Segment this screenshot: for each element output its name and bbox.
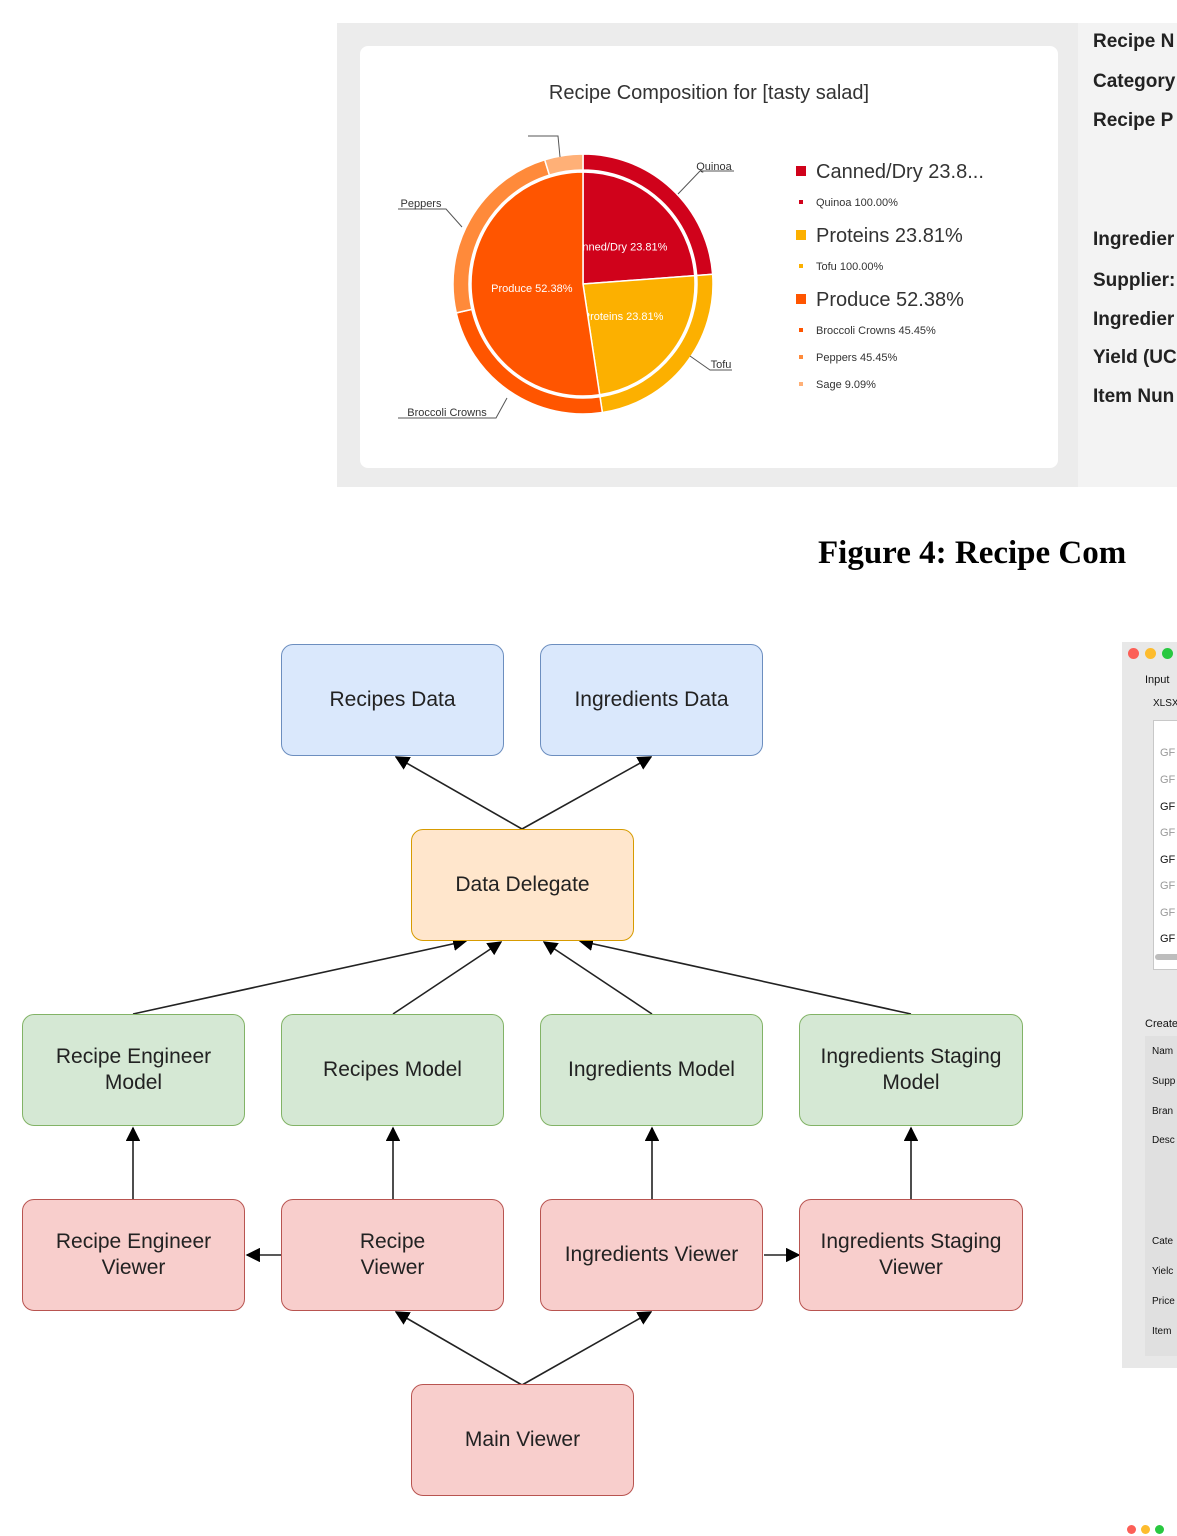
legend-entry-3: Tofu 100.00% (816, 261, 883, 273)
table-row[interactable]: GF (1160, 801, 1176, 813)
outer-label-2: Tofu (711, 359, 732, 371)
second-window-fragment (1122, 1520, 1177, 1536)
table-row[interactable]: GF (1160, 827, 1176, 839)
create-section-label: Create (1145, 1018, 1177, 1030)
ingredients-staging-viewer-node: Ingredients Staging Viewer (799, 1199, 1023, 1311)
inner-label-proteins: Proteins 23.81% (583, 311, 664, 323)
data-delegate-node: Data Delegate (411, 829, 634, 941)
brand-field-label: Bran (1152, 1106, 1174, 1117)
leader-line-sage (528, 135, 561, 158)
minimize-icon[interactable] (1141, 1525, 1150, 1534)
recipe-name-label: Recipe N (1093, 31, 1175, 52)
recipe-app-window: Recipe Composition for [tasty salad] Cann… (337, 23, 1177, 487)
inner-slice-canned-dry (582, 171, 696, 285)
ingredients-table[interactable]: GF GF GF GF GF GF GF GF (1153, 720, 1177, 970)
category-label: Category (1093, 71, 1176, 92)
ingredients-model-node: Ingredients Model (540, 1014, 763, 1126)
table-row[interactable]: GF (1160, 747, 1176, 759)
ingredient-label: Ingredier (1093, 229, 1175, 250)
supplier-field-label: Supp (1152, 1076, 1176, 1087)
table-row[interactable]: GF (1160, 933, 1176, 945)
recipe-composition-chart: Recipe Composition for [tasty salad] Cann… (398, 82, 984, 419)
leader-line-1 (398, 208, 463, 228)
legend-entry-4: Produce 52.38% (816, 289, 964, 311)
outer-label-3: Broccoli Crowns (407, 407, 487, 419)
recipe-details-panel: Recipe N Category Recipe P Ingredier Sup… (1078, 23, 1177, 487)
leader-line-2 (689, 355, 732, 371)
inner-label-produce: Produce 52.38% (491, 283, 573, 295)
legend-swatch-1 (799, 200, 803, 204)
recipes-data-node: Recipes Data (281, 644, 504, 756)
ingredients-data-node: Ingredients Data (540, 644, 763, 756)
yield-field-label: Yielc (1152, 1266, 1174, 1277)
horizontal-scrollbar[interactable] (1155, 954, 1177, 960)
leader-line-3 (398, 397, 508, 419)
architecture-edges (125, 756, 919, 1386)
outer-slice-sage (543, 153, 584, 176)
legend-entry-6: Peppers 45.45% (816, 352, 898, 364)
edge-staging-model-delegate (578, 936, 912, 1015)
legend-entry-2: Proteins 23.81% (816, 225, 963, 247)
legend-entry-5: Broccoli Crowns 45.45% (816, 325, 936, 337)
table-row[interactable]: GF (1160, 907, 1176, 919)
xlsx-label: XLSX (1153, 698, 1177, 709)
recipe-price-label: Recipe P (1093, 110, 1174, 131)
edge-main-ingredients-viewer (521, 1311, 653, 1386)
legend-swatch-2 (796, 230, 806, 240)
supplier-label: Supplier: (1093, 270, 1176, 291)
table-row[interactable]: GF (1160, 774, 1176, 786)
ingredient-input-window: Input XLSX GF GF GF GF GF GF GF GF Creat… (1122, 642, 1177, 1368)
figure-caption: Figure 4: Recipe Com (818, 535, 1127, 571)
price-field-label: Price (1152, 1296, 1175, 1307)
input-section-label: Input (1145, 674, 1170, 686)
chart-title: Recipe Composition for [tasty salad] (549, 82, 869, 104)
legend-swatch-0 (796, 166, 806, 176)
legend-entry-7: Sage 9.09% (816, 379, 876, 391)
description-field-label: Desc (1152, 1135, 1175, 1146)
recipes-model-node: Recipes Model (281, 1014, 504, 1126)
edge-ingredients-model-delegate (542, 941, 653, 1015)
legend-entry-1: Quinoa 100.00% (816, 197, 898, 209)
inner-slice-produce (470, 171, 601, 397)
ingredients-staging-model-node: Ingredients Staging Model (799, 1014, 1023, 1126)
chart-card: Recipe Composition for [tasty salad] Cann… (360, 46, 1058, 468)
ingredient-label-2: Ingredier (1093, 309, 1175, 330)
minimize-icon[interactable] (1145, 648, 1156, 659)
recipe-viewer-node: Recipe Viewer (281, 1199, 504, 1311)
item-number-label: Item Nun (1093, 386, 1175, 407)
edge-delegate-recipes-data (394, 756, 523, 830)
legend-swatch-7 (799, 382, 803, 386)
edge-re-model-delegate (132, 936, 468, 1015)
legend-swatch-5 (799, 328, 803, 332)
ingredients-viewer-node: Ingredients Viewer (540, 1199, 763, 1311)
yield-label: Yield (UC (1093, 347, 1177, 368)
edge-main-recipe-viewer (394, 1311, 523, 1386)
create-form: Nam Supp Bran Desc Cate Yielc Price Item (1145, 1036, 1177, 1356)
inner-slice-proteins (582, 274, 696, 396)
outer-label-1: Peppers (401, 198, 442, 210)
edge-recipes-model-delegate (392, 941, 503, 1015)
maximize-icon[interactable] (1162, 648, 1173, 659)
edge-delegate-ingredients-data (521, 756, 653, 830)
legend-swatch-4 (796, 294, 806, 304)
legend-swatch-3 (799, 264, 803, 268)
table-row[interactable]: GF (1160, 880, 1176, 892)
inner-label-canned-dry: Canned/Dry 23.81% (568, 241, 667, 253)
category-field-label: Cate (1152, 1236, 1174, 1247)
recipe-engineer-viewer-node: Recipe Engineer Viewer (22, 1199, 245, 1311)
close-icon[interactable] (1127, 1525, 1136, 1534)
legend-entry-0: Canned/Dry 23.8... (816, 161, 984, 183)
recipe-engineer-model-node: Recipe Engineer Model (22, 1014, 245, 1126)
maximize-icon[interactable] (1155, 1525, 1164, 1534)
item-field-label: Item (1152, 1326, 1172, 1337)
leader-line-0 (677, 170, 734, 195)
legend-swatch-6 (799, 355, 803, 359)
main-viewer-node: Main Viewer (411, 1384, 634, 1496)
outer-label-0: Quinoa (696, 161, 732, 173)
name-field-label: Nam (1152, 1046, 1174, 1057)
close-icon[interactable] (1128, 648, 1139, 659)
table-row[interactable]: GF (1160, 854, 1176, 866)
